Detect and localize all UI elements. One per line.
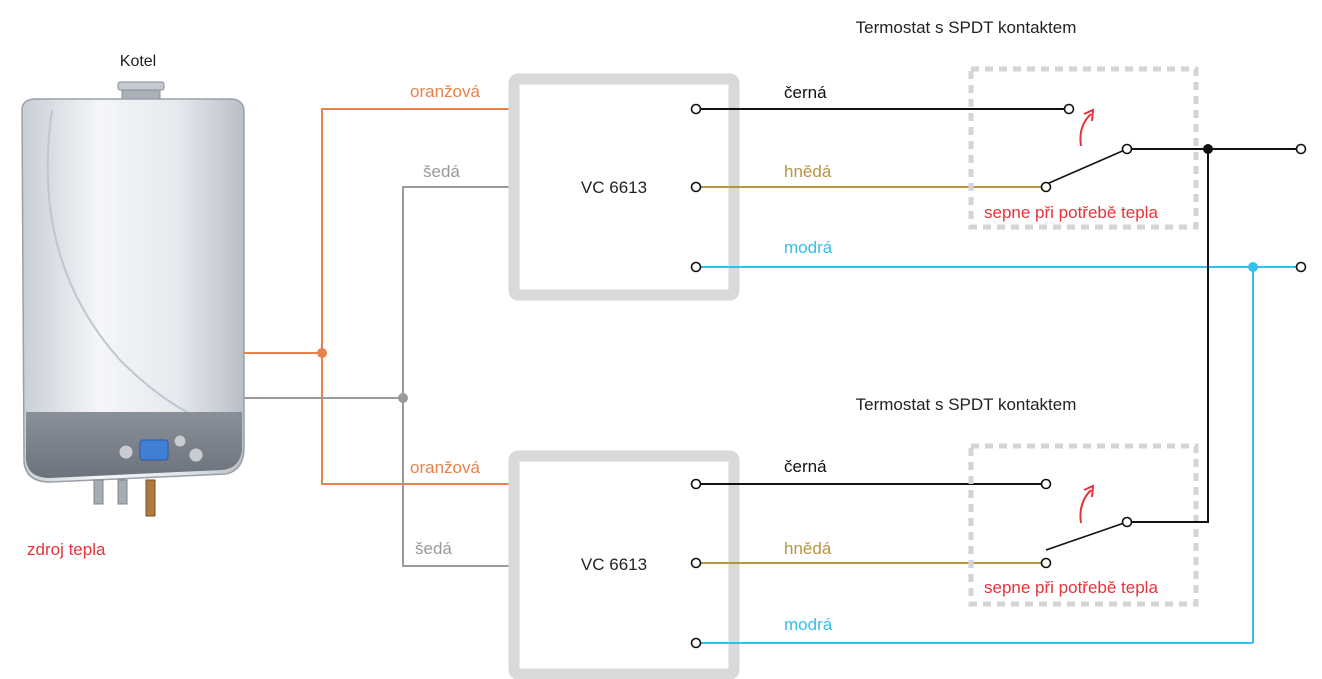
black-wire-label: černá <box>784 83 827 102</box>
blue-junction-dot <box>1248 262 1258 272</box>
boiler-knob-mid <box>173 434 187 448</box>
grey-junction-dot <box>398 393 408 403</box>
grey-wire-label: šedá <box>423 162 460 181</box>
boiler-pipe-2 <box>117 479 128 505</box>
boiler-body <box>21 98 245 483</box>
switch-common-contact <box>1121 516 1133 528</box>
orange-junction-dot <box>317 348 327 358</box>
boiler-pipe-1 <box>93 479 104 505</box>
thermostat-title: Termostat s SPDT kontaktem <box>856 395 1077 414</box>
thermostat-title: Termostat s SPDT kontaktem <box>856 18 1077 37</box>
black-junction-dot <box>1203 144 1213 154</box>
thermostat-contact-idle <box>1040 557 1052 569</box>
terminal-blue <box>690 637 702 649</box>
brown-wire-label: hnědá <box>784 162 832 181</box>
boiler-display <box>139 439 169 461</box>
thermostat-contact-heat <box>1063 103 1075 115</box>
boiler-wiring <box>244 108 510 567</box>
thermostat-box <box>968 443 1199 607</box>
switch-arrow-icon <box>1079 489 1092 524</box>
boiler-title: Kotel <box>120 53 156 70</box>
valve-model: VC 6613 <box>581 178 647 197</box>
terminal-black <box>690 478 702 490</box>
thermostat-contact-heat <box>1040 478 1052 490</box>
common-black-wire-link <box>1131 149 1209 523</box>
valve-box <box>508 450 740 679</box>
switch-arm <box>1045 521 1128 551</box>
switch-arm <box>1048 148 1128 184</box>
boiler-subtitle: zdroj tepla <box>27 540 106 559</box>
black-wire-label: černá <box>784 457 827 476</box>
brown-wire-label: hnědá <box>784 539 832 558</box>
valve-model: VC 6613 <box>581 555 647 574</box>
valve-unit-top: VC 6613 oranžová šedá černá hnědá modrá … <box>410 18 1300 301</box>
boiler: Kotel zdroj tepla <box>21 53 245 559</box>
switch-note: sepne při potřebě tepla <box>984 578 1158 597</box>
switch-common-contact <box>1121 143 1133 155</box>
blue-wire-label: modrá <box>784 238 833 257</box>
terminal-brown <box>690 181 702 193</box>
terminal-black <box>690 103 702 115</box>
boiler-flue-cap <box>117 81 165 91</box>
valve-unit-bottom: VC 6613 oranžová šedá černá hnědá modrá … <box>410 395 1253 679</box>
switch-arrowhead-icon <box>1083 484 1095 498</box>
switch-arrowhead-icon <box>1083 108 1095 122</box>
orange-wire-label: oranžová <box>410 458 480 477</box>
grey-wire-label: šedá <box>415 539 452 558</box>
boiler-knob-right <box>188 447 204 463</box>
output-wiring <box>1131 143 1307 643</box>
output-terminal-blue <box>1295 261 1307 273</box>
orange-wire-riser <box>321 108 510 485</box>
terminal-blue <box>690 261 702 273</box>
thermostat-contact-idle <box>1040 181 1052 193</box>
output-terminal-black <box>1295 143 1307 155</box>
terminal-brown <box>690 557 702 569</box>
blue-wire-label: modrá <box>784 615 833 634</box>
switch-arrow-icon <box>1079 113 1092 147</box>
grey-wire-riser <box>402 186 510 567</box>
thermostat-box <box>968 66 1199 230</box>
boiler-knob-left <box>118 444 134 460</box>
switch-note: sepne při potřebě tepla <box>984 203 1158 222</box>
boiler-pipe-3 <box>145 479 156 517</box>
orange-wire-label: oranžová <box>410 82 480 101</box>
boiler-control-panel <box>26 412 242 478</box>
